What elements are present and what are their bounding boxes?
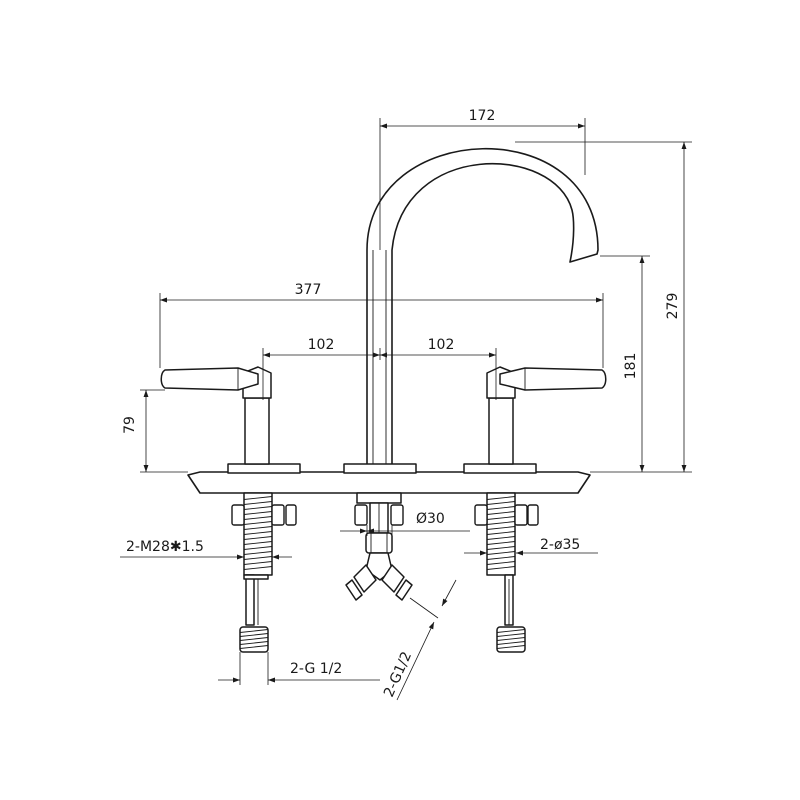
thread-line bbox=[486, 516, 516, 520]
dim-label-g12-inlet: 2-G 1/2 bbox=[290, 661, 342, 677]
dim-label-diameter-35: 2-ø35 bbox=[540, 537, 580, 553]
thread-line bbox=[486, 496, 516, 500]
thread-line bbox=[243, 531, 273, 535]
dim-label-m28: 2-M28✱1.5 bbox=[126, 539, 204, 555]
dim-label-279: 279 bbox=[665, 293, 681, 320]
left-handle bbox=[160, 366, 272, 465]
thread-line bbox=[486, 531, 516, 535]
thread-line bbox=[486, 526, 516, 530]
thread-line bbox=[496, 641, 526, 645]
dim-outlet-thread: 2-G1/2 bbox=[381, 579, 457, 701]
thread-line bbox=[486, 556, 516, 560]
thread-line bbox=[243, 541, 273, 545]
dim-spout-shank-diameter: Ø30 bbox=[340, 511, 470, 536]
dim-label-102-left: 102 bbox=[308, 337, 335, 353]
spout bbox=[366, 147, 599, 468]
thread-line bbox=[243, 551, 273, 555]
dim-handle-thread: 2-M28✱1.5 bbox=[120, 539, 292, 560]
thread-line bbox=[486, 566, 516, 570]
thread-line bbox=[243, 556, 273, 560]
thread-line bbox=[243, 536, 273, 540]
right-handle bbox=[486, 366, 607, 465]
thread-line bbox=[243, 566, 273, 570]
thread-line bbox=[243, 506, 273, 510]
thread-line bbox=[496, 645, 526, 649]
thread-line bbox=[486, 521, 516, 525]
thread-line bbox=[243, 496, 273, 500]
left-thread-lines bbox=[243, 496, 273, 570]
dim-total-height: 279 bbox=[515, 141, 692, 473]
thread-line bbox=[496, 637, 526, 641]
dim-handle-height: 79 bbox=[122, 389, 188, 473]
deck-plate bbox=[187, 463, 591, 494]
dim-label-181: 181 bbox=[623, 353, 639, 380]
thread-line bbox=[239, 641, 269, 645]
dim-handle-hole: 2-ø35 bbox=[464, 537, 598, 556]
dim-label-diameter-30: Ø30 bbox=[416, 511, 445, 527]
thread-line bbox=[486, 511, 516, 515]
right-valve-body bbox=[474, 492, 539, 653]
dim-label-79: 79 bbox=[122, 416, 138, 434]
dim-spout-reach: 172 bbox=[379, 108, 586, 250]
dim-outlet-height: 181 bbox=[600, 255, 650, 472]
thread-line bbox=[239, 633, 269, 637]
thread-line bbox=[243, 511, 273, 515]
thread-line bbox=[496, 629, 526, 633]
thread-line bbox=[486, 561, 516, 565]
dim-label-g12-outlet: 2-G1/2 bbox=[381, 649, 415, 699]
left-valve-body bbox=[231, 492, 297, 653]
thread-line bbox=[243, 516, 273, 520]
thread-line bbox=[486, 536, 516, 540]
dim-label-102-right: 102 bbox=[428, 337, 455, 353]
thread-line bbox=[486, 551, 516, 555]
dim-handle-spacing: 102 102 bbox=[262, 337, 497, 400]
spout-shank bbox=[345, 492, 413, 601]
right-thread-lines bbox=[486, 496, 516, 570]
thread-line bbox=[239, 637, 269, 641]
thread-line bbox=[243, 501, 273, 505]
dim-inlet-thread: 2-G 1/2 bbox=[218, 652, 380, 685]
thread-line bbox=[243, 521, 273, 525]
thread-line bbox=[486, 546, 516, 550]
thread-line bbox=[486, 541, 516, 545]
thread-line bbox=[243, 561, 273, 565]
dim-label-172: 172 bbox=[469, 108, 496, 124]
thread-line bbox=[239, 629, 269, 633]
thread-line bbox=[243, 526, 273, 530]
thread-line bbox=[486, 506, 516, 510]
thread-line bbox=[239, 645, 269, 649]
thread-line bbox=[486, 501, 516, 505]
dim-overall-width: 377 bbox=[159, 282, 604, 368]
thread-line bbox=[243, 546, 273, 550]
dim-label-377: 377 bbox=[295, 282, 322, 298]
thread-line bbox=[496, 633, 526, 637]
